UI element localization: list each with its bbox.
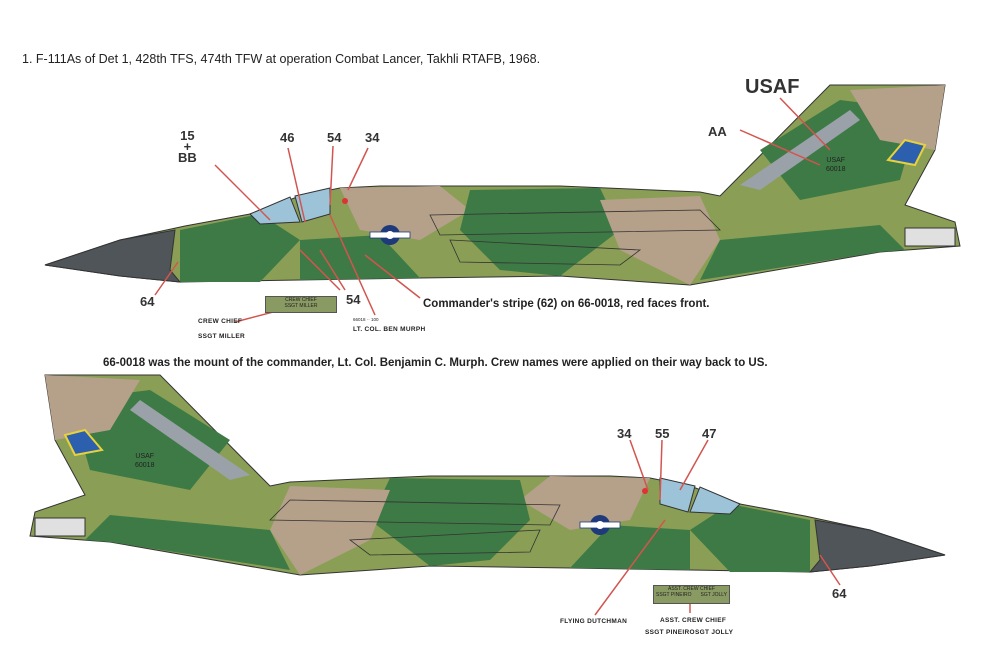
bottom-aircraft-profile <box>29 374 946 576</box>
callout-64: 64 <box>140 294 155 309</box>
callout-54-lower: 54 <box>346 292 361 307</box>
asst-crew-chief-label: ASST. CREW CHIEF <box>660 617 727 624</box>
top-aircraft-profile <box>44 84 961 286</box>
nose-art-label: FLYING DUTCHMAN <box>560 618 628 625</box>
callout-55: 55 <box>655 426 670 441</box>
callout-34: 34 <box>365 130 380 145</box>
header-caption: 1. F-111As of Det 1, 428th TFS, 474th TF… <box>22 52 541 66</box>
asst-crew-name-2: SGT JOLLY <box>695 629 734 636</box>
asst-crew-name-1: SSGT PINEIRO <box>645 629 695 636</box>
middle-caption: 66-0018 was the mount of the commander, … <box>103 357 768 369</box>
tail-code-aa: AA <box>708 124 727 139</box>
commander-stripe-note: Commander's stripe (62) on 66-0018, red … <box>423 298 710 310</box>
pilot-name: LT. COL. BEN MURPH <box>353 326 426 333</box>
callout-46: 46 <box>280 130 295 145</box>
callout-64-bottom: 64 <box>832 586 847 601</box>
tail-letters-usaf: USAF <box>745 76 800 98</box>
callout-34-bottom: 34 <box>617 426 632 441</box>
callout-47: 47 <box>702 426 717 441</box>
callout-54: 54 <box>327 130 342 145</box>
crew-chief-label: CREW CHIEF <box>198 318 243 325</box>
stencil-15-bb: 15+BB <box>178 128 197 165</box>
top-leader-lines <box>154 97 831 323</box>
crew-chief-name: SSGT MILLER <box>198 333 245 340</box>
bottom-leader-lines <box>594 439 841 616</box>
pilot-serial: 66018 ·· 100 <box>353 317 379 322</box>
